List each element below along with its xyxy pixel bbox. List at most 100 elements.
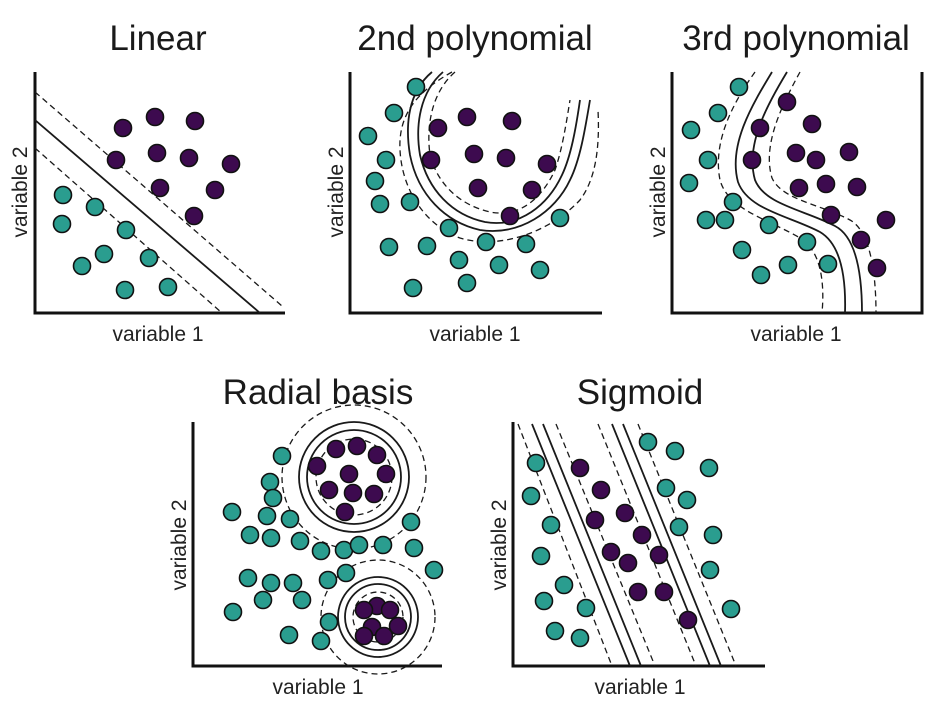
axes bbox=[348, 72, 602, 315]
margin-line-right bbox=[768, 71, 877, 314]
panel-title: 3rd polynomial bbox=[682, 19, 910, 58]
class-a-point bbox=[516, 234, 536, 254]
margin-line-left bbox=[717, 71, 824, 314]
class-a-point bbox=[365, 171, 385, 191]
class-b-point bbox=[184, 206, 204, 226]
x-axis-label: variable 1 bbox=[112, 323, 203, 346]
class-b-point bbox=[502, 111, 522, 131]
class-a-point bbox=[379, 237, 399, 257]
class-b-point bbox=[591, 480, 611, 500]
class-b-point bbox=[742, 150, 762, 170]
class-b-point bbox=[221, 154, 241, 174]
class-b-point bbox=[789, 178, 809, 198]
class-a-point bbox=[457, 273, 477, 293]
axes bbox=[33, 72, 285, 315]
decision-boundary bbox=[734, 71, 847, 314]
class-a-point bbox=[283, 573, 303, 593]
class-b-point bbox=[806, 150, 826, 170]
class-a-point bbox=[699, 458, 719, 478]
decision-boundary-inner bbox=[417, 71, 581, 224]
class-b-point bbox=[339, 464, 359, 484]
class-a-point bbox=[238, 568, 258, 588]
decision-boundary-lower bbox=[337, 576, 419, 658]
class-a-point bbox=[240, 525, 260, 545]
class-a-point bbox=[703, 525, 723, 545]
class-a-point bbox=[263, 488, 283, 508]
class-a-point bbox=[721, 599, 741, 619]
y-axis-label: variable 2 bbox=[325, 146, 348, 237]
class-b-point bbox=[839, 142, 859, 162]
class-a-point bbox=[311, 541, 331, 561]
class-b-point bbox=[374, 626, 394, 646]
class-b-point bbox=[522, 180, 542, 200]
panel-sigmoid: Sigmoid variable 1 variable 2 bbox=[488, 373, 765, 699]
panel-title: Linear bbox=[109, 19, 207, 58]
class-b-point bbox=[464, 144, 484, 164]
margin-ring-inner-lower bbox=[352, 591, 404, 643]
class-a-point bbox=[370, 194, 390, 214]
class-a-point bbox=[669, 517, 689, 537]
class-a-point bbox=[715, 210, 735, 230]
class-a-point bbox=[417, 236, 437, 256]
class-b-point bbox=[777, 92, 797, 112]
class-b-point bbox=[347, 436, 367, 456]
class-b-point bbox=[307, 456, 327, 476]
class-a-point bbox=[292, 590, 312, 610]
class-a-point bbox=[638, 432, 658, 452]
class-a-point bbox=[700, 560, 720, 580]
class-a-point bbox=[489, 255, 509, 275]
class-b-point bbox=[457, 107, 477, 127]
class-b-point bbox=[816, 174, 836, 194]
class-a-point bbox=[729, 77, 749, 97]
class-a-point bbox=[576, 598, 596, 618]
class-b-point bbox=[821, 205, 841, 225]
data-points bbox=[222, 436, 444, 651]
class-b-point bbox=[628, 582, 648, 602]
class-a-point bbox=[116, 220, 136, 240]
class-b-point bbox=[335, 502, 355, 522]
class-a-point bbox=[261, 528, 281, 548]
class-a-point bbox=[531, 546, 551, 566]
class-b-point bbox=[570, 458, 590, 478]
class-a-point bbox=[656, 478, 676, 498]
class-a-point bbox=[349, 535, 369, 555]
class-b-point bbox=[319, 480, 339, 500]
class-b-point bbox=[343, 483, 363, 503]
class-a-point bbox=[311, 631, 331, 651]
decision-boundary-upper-inner bbox=[306, 429, 402, 525]
class-b-point bbox=[632, 525, 652, 545]
class-a-point bbox=[534, 591, 554, 611]
class-b-point bbox=[388, 616, 408, 636]
class-a-point bbox=[53, 185, 73, 205]
x-axis-label: variable 1 bbox=[429, 323, 520, 346]
class-a-point bbox=[545, 621, 565, 641]
class-b-point bbox=[179, 148, 199, 168]
class-a-point bbox=[290, 531, 310, 551]
decision-boundary-right-b bbox=[622, 423, 722, 667]
class-b-point bbox=[537, 154, 557, 174]
class-a-point bbox=[72, 256, 92, 276]
class-a-point bbox=[708, 103, 728, 123]
class-a-point bbox=[541, 515, 561, 535]
class-a-point bbox=[530, 260, 550, 280]
decision-boundary bbox=[407, 71, 591, 232]
class-b-point bbox=[376, 464, 396, 484]
class-b-point bbox=[205, 180, 225, 200]
panel-title: 2nd polynomial bbox=[357, 19, 592, 58]
class-a-point bbox=[400, 192, 420, 212]
class-a-point bbox=[554, 575, 574, 595]
x-axis-label: variable 1 bbox=[272, 676, 363, 699]
class-a-point bbox=[723, 192, 743, 212]
class-a-point bbox=[759, 215, 779, 235]
decision-boundary-left-a bbox=[531, 423, 631, 667]
class-a-point bbox=[261, 573, 281, 593]
class-b-point bbox=[185, 111, 205, 131]
panel-title: Sigmoid bbox=[577, 373, 703, 412]
decision-boundary-upper bbox=[298, 421, 410, 533]
panel-linear: Linear variable 1 variable 2 bbox=[9, 19, 285, 346]
class-b-point bbox=[750, 118, 770, 138]
class-a-point bbox=[401, 512, 421, 532]
class-a-point bbox=[476, 232, 496, 252]
class-a-point bbox=[376, 150, 396, 170]
